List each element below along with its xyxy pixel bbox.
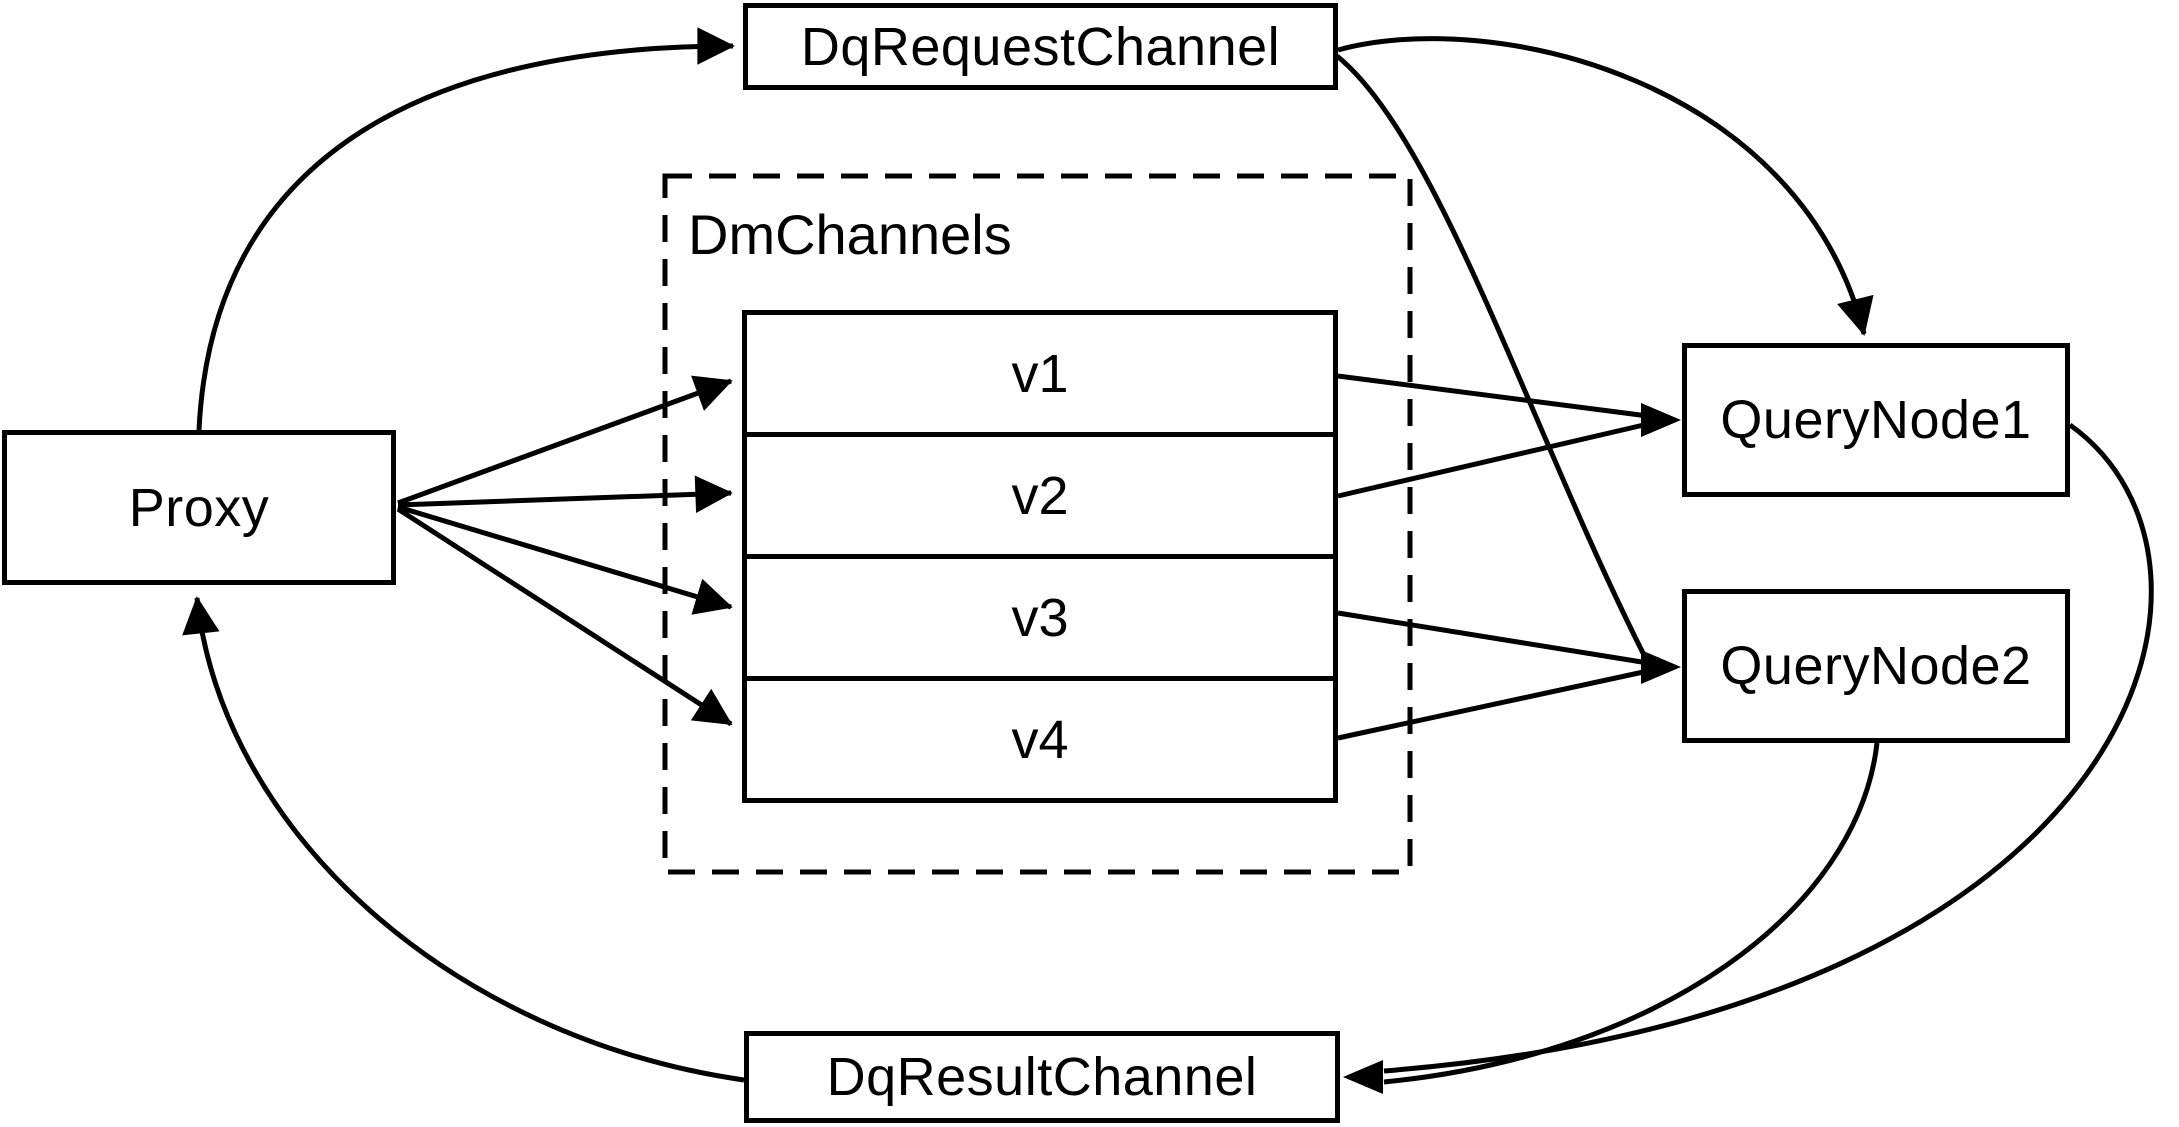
node-query-node-1: QueryNode1 [1682, 343, 2070, 497]
node-query-node-2-label: QueryNode2 [1720, 636, 2032, 696]
dm-channel-row-v1-label: v1 [1011, 343, 1069, 404]
edge-dq-request-channel-to-query-node-1 [1337, 36, 1874, 336]
edge-proxy-to-dq-request-channel [196, 27, 735, 431]
node-dq-request-channel-label: DqRequestChannel [800, 16, 1281, 77]
node-proxy: Proxy [2, 430, 396, 585]
dm-channel-row-v2-label: v2 [1011, 465, 1069, 526]
node-dq-result-channel-label: DqResultChannel [826, 1047, 1258, 1107]
edge-v3-to-query-node-2 [1337, 610, 1649, 666]
edge-proxy-to-v1 [397, 375, 733, 506]
edge-v2-to-query-node-1 [1337, 421, 1649, 499]
edge-dq-result-channel-to-proxy [182, 596, 745, 1083]
arrowhead-into-query-node-2 [1641, 650, 1681, 684]
dm-channel-row-v4: v4 [747, 676, 1333, 798]
node-proxy-label: Proxy [128, 477, 270, 538]
node-query-node-2: QueryNode2 [1682, 589, 2070, 743]
dm-channels-group-label: DmChannels [688, 203, 1012, 266]
edge-proxy-to-v3 [397, 504, 733, 615]
edge-dq-request-channel-to-query-node-2 [1335, 54, 1649, 661]
arrowhead-into-dq-result-channel [1343, 1060, 1383, 1094]
edge-v1-to-query-node-1 [1337, 373, 1649, 419]
edge-query-node-1-to-dq-result-channel [1383, 422, 2154, 1074]
arrowhead-into-query-node-1 [1641, 403, 1681, 437]
dm-channel-row-v1: v1 [747, 315, 1333, 432]
dm-channels-stack: v1 v2 v3 v4 [742, 310, 1338, 803]
node-query-node-1-label: QueryNode1 [1720, 390, 2032, 450]
dm-channel-row-v2: v2 [747, 432, 1333, 554]
dm-channel-row-v3-label: v3 [1011, 587, 1069, 648]
dm-channel-row-v4-label: v4 [1011, 709, 1069, 770]
node-dq-request-channel: DqRequestChannel [743, 3, 1338, 90]
edge-query-node-2-to-dq-result-channel [1383, 742, 1880, 1085]
edge-proxy-to-v4 [396, 506, 733, 727]
edge-v4-to-query-node-2 [1337, 668, 1649, 741]
dm-channel-row-v3: v3 [747, 554, 1333, 676]
edge-proxy-to-v2 [397, 475, 733, 514]
node-dq-result-channel: DqResultChannel [744, 1031, 1340, 1123]
